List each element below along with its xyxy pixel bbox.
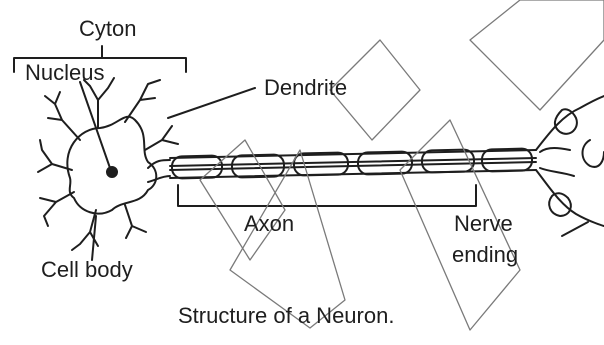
axon-label: Axon xyxy=(244,213,294,235)
nerve-ending-leader xyxy=(562,222,588,236)
dendrite-leader xyxy=(168,88,255,118)
dendrite-label: Dendrite xyxy=(264,77,347,99)
nucleus-label: Nucleus xyxy=(25,62,104,84)
nerve-ending-label-line1: Nerve xyxy=(454,213,513,235)
cyton-label: Cyton xyxy=(79,18,136,40)
cell-body-outline xyxy=(67,117,156,214)
diagram-caption: Structure of a Neuron. xyxy=(178,305,394,327)
nerve-ending-label-line2: ending xyxy=(452,244,518,266)
nucleus xyxy=(107,167,117,177)
cell-body-label: Cell body xyxy=(41,259,133,281)
axon-bracket xyxy=(178,185,476,206)
nerve-ending xyxy=(536,96,604,226)
